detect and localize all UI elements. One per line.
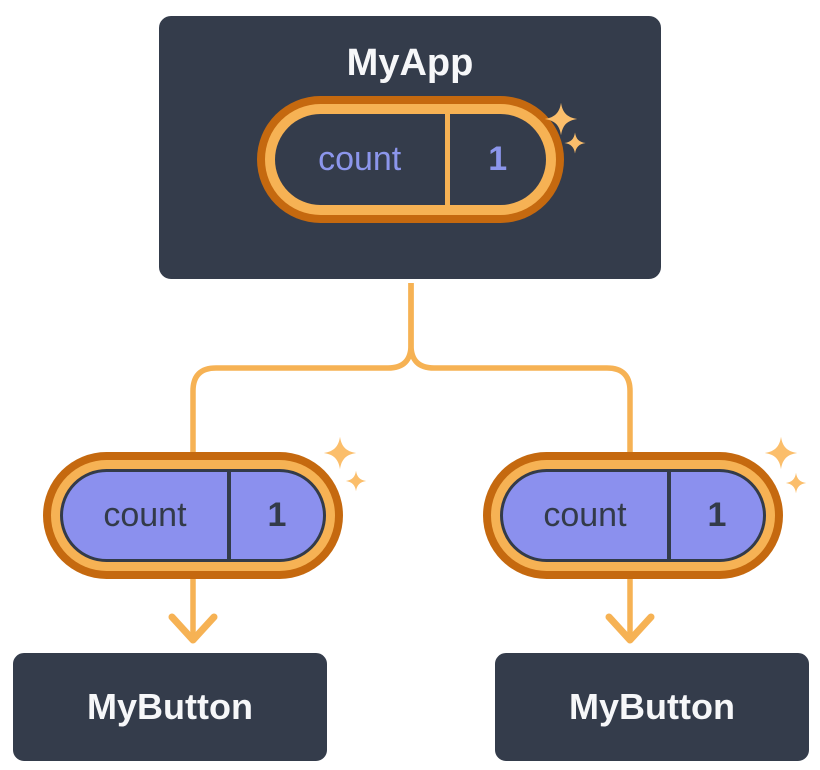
prop-name-label: count (543, 496, 627, 534)
sparkle-icon (544, 102, 586, 154)
child-component-title: MyButton (569, 686, 735, 727)
state-pill: count 1 (256, 96, 564, 223)
sparkle-icon (764, 436, 807, 494)
mybutton-card-left: MyButton (10, 650, 330, 764)
prop-name-label: count (103, 496, 187, 534)
connector-root-to-right-child (408, 280, 633, 455)
child-component-title: MyButton (87, 686, 253, 727)
state-value-label: 1 (444, 114, 546, 205)
prop-value-label: 1 (226, 472, 323, 559)
prop-pill-inner-ring: count 1 (491, 460, 775, 571)
arrow-head-right-icon (605, 613, 655, 644)
mybutton-card-right: MyButton (492, 650, 812, 764)
prop-pill-body: count 1 (500, 469, 766, 562)
myapp-card: MyApp count 1 (155, 12, 665, 283)
prop-pill-left: count 1 (43, 452, 343, 579)
arrow-head-left-icon (168, 613, 218, 644)
state-pill-body: count 1 (274, 114, 546, 205)
prop-value-label: 1 (666, 472, 763, 559)
sparkle-icon (323, 436, 367, 492)
prop-pill-body: count 1 (60, 469, 326, 562)
root-component-title: MyApp (346, 42, 474, 84)
connector-root-to-left-child (190, 280, 414, 455)
state-pill-inner-ring: count 1 (264, 104, 556, 215)
prop-pill-inner-ring: count 1 (51, 460, 335, 571)
state-name-label: count (318, 140, 402, 178)
prop-pill-right: count 1 (483, 452, 783, 579)
